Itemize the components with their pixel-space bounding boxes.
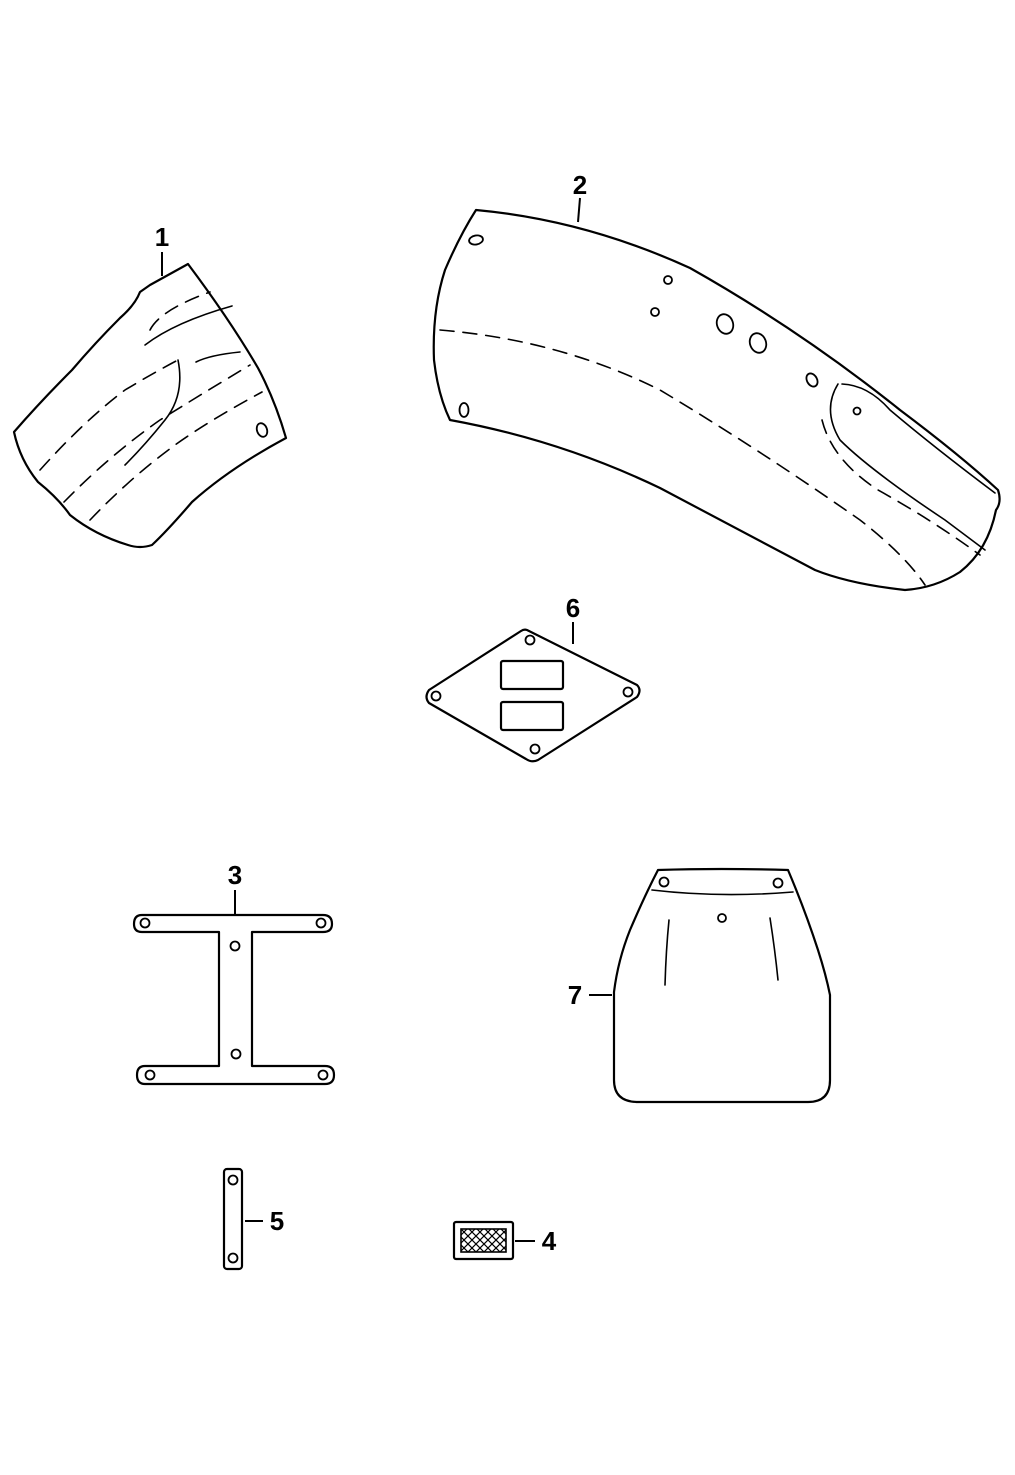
part-6-diamond-plate: 6: [425, 593, 641, 763]
callout-5: 5: [270, 1206, 284, 1236]
callout-6: 6: [566, 593, 580, 623]
callout-2: 2: [573, 170, 587, 200]
callout-1: 1: [155, 222, 169, 252]
callout-3: 3: [228, 860, 242, 890]
part-4-mesh-insert: 4: [452, 1220, 557, 1261]
callout-4: 4: [542, 1226, 557, 1256]
part-7-mud-flap: 7: [568, 867, 832, 1104]
part-5-strip-bracket: 5: [222, 1167, 284, 1271]
part-3-h-bracket: 3: [132, 860, 336, 1086]
callout-7: 7: [568, 980, 582, 1010]
part-2-wheel-arch-liner: 2: [432, 170, 1001, 592]
part-1-liner-segment: 1: [12, 222, 288, 549]
